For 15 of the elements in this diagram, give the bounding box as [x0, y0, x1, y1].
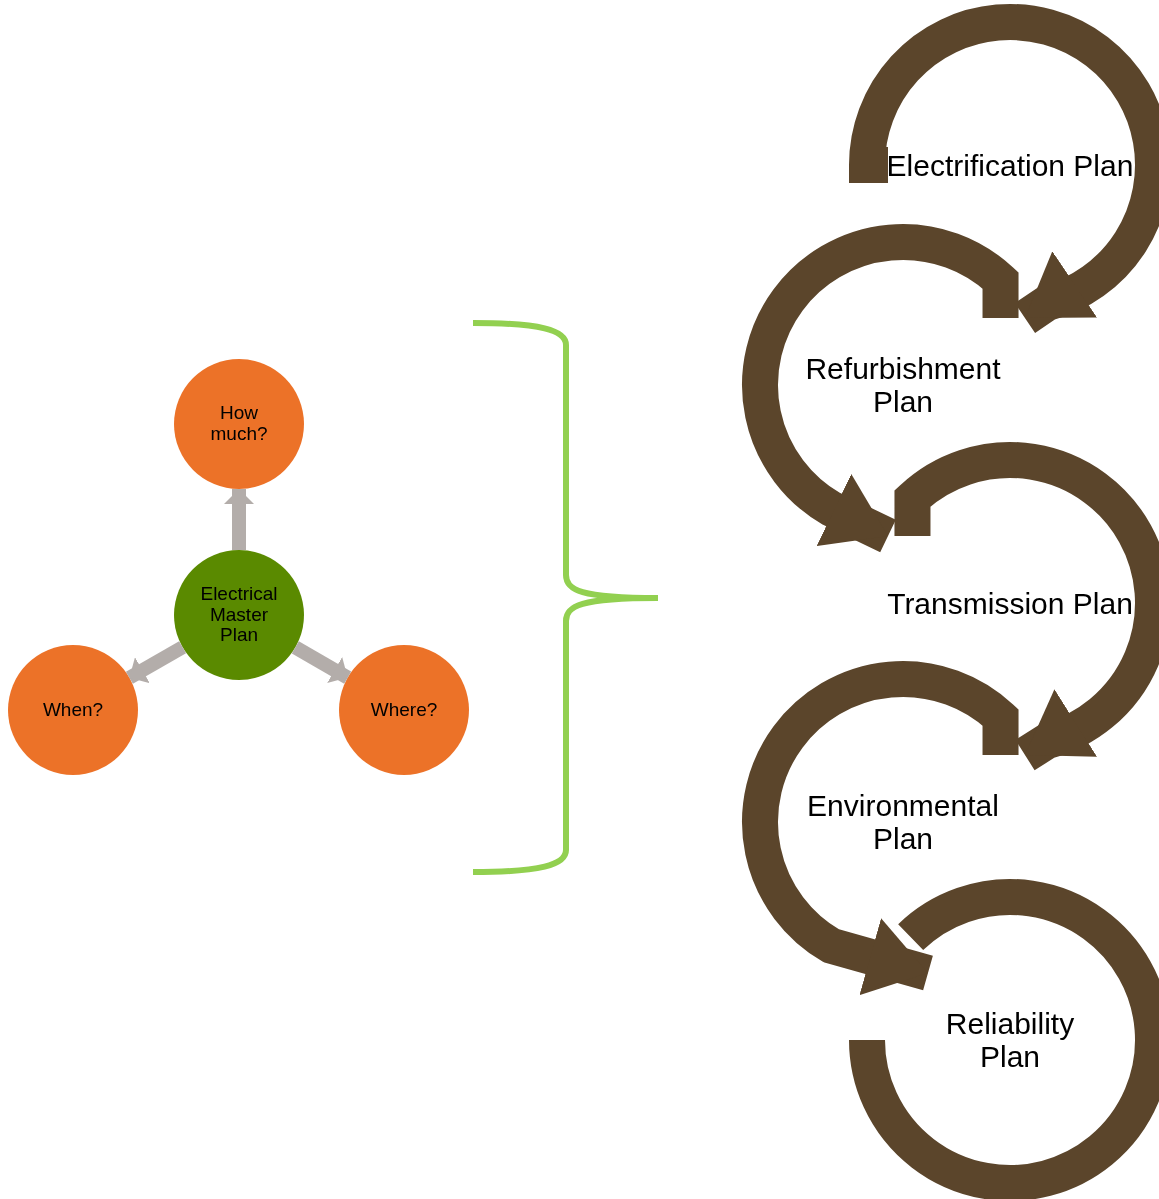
node-label: Environmental Plan [806, 788, 1000, 857]
arrow [125, 641, 187, 684]
node-label: Reliability Plan [944, 1006, 1076, 1075]
node-label: Refurbishment Plan [804, 351, 1002, 420]
arrow [224, 489, 254, 550]
node-label: Electrification Plan [885, 147, 1135, 184]
node-label: Electrical Master Plan [199, 583, 279, 647]
curved-arrow [849, 4, 1159, 333]
curved-arrow [742, 224, 1019, 553]
curved-arrow [742, 661, 1019, 996]
node-label: Transmission Plan [886, 585, 1134, 622]
node-label: Where? [369, 699, 439, 721]
node-label: When? [41, 699, 105, 721]
curved-arrow [894, 442, 1159, 771]
node-label: How much? [209, 403, 269, 445]
